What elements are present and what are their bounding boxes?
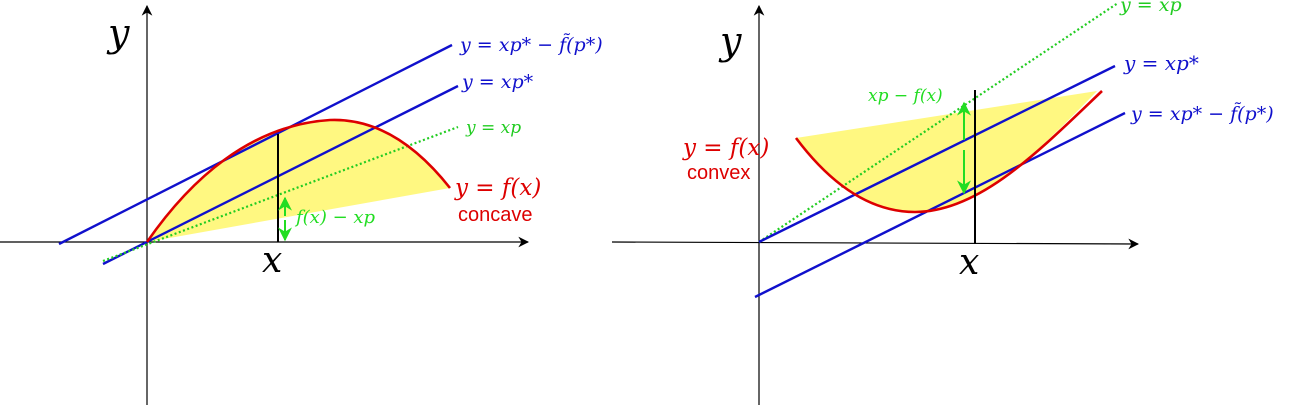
left-curve-kind-label: concave [458,204,533,226]
right-shaded-region [796,91,1097,212]
left-support-line [58,43,453,246]
right-x-axis [611,238,1140,250]
right-axis-x-label: x [959,242,979,283]
left-secant-line [102,125,459,263]
left-secant-line-label: y = xp [465,118,521,138]
right-slope-line-label: y = xp* [1123,51,1199,75]
right-gap-label: xp − f(x) [868,86,943,106]
right-support-line [754,111,1126,299]
left-gap-label: f(x) − xp [294,207,376,228]
right-panel: y x y = xp y = xp* y = xp* − f̃(p*) y = … [611,0,1274,405]
right-curve-label: y = f(x) [682,135,769,161]
left-support-line-label: y = xp* − f̃(p*) [459,33,603,56]
left-slope-line [102,84,459,266]
right-slope-line [758,64,1116,244]
right-axis-y-label: y [718,19,742,63]
left-curve [145,118,452,243]
left-shaded-region [147,119,450,242]
left-slope-line-label: y = xp* [461,71,534,93]
left-curve-label: y = f(x) [454,175,541,201]
left-axis-x-label: x [262,240,282,281]
left-panel: y x y = xp* − f̃(p*) y = xp* y = xp y = … [0,4,603,405]
right-curve [794,90,1103,214]
right-support-line-label: y = xp* − f̃(p*) [1130,102,1274,125]
right-curve-kind-label: convex [687,162,750,184]
right-secant-line-label: y = xp [1119,0,1182,16]
left-axis-y-label: y [106,11,130,55]
